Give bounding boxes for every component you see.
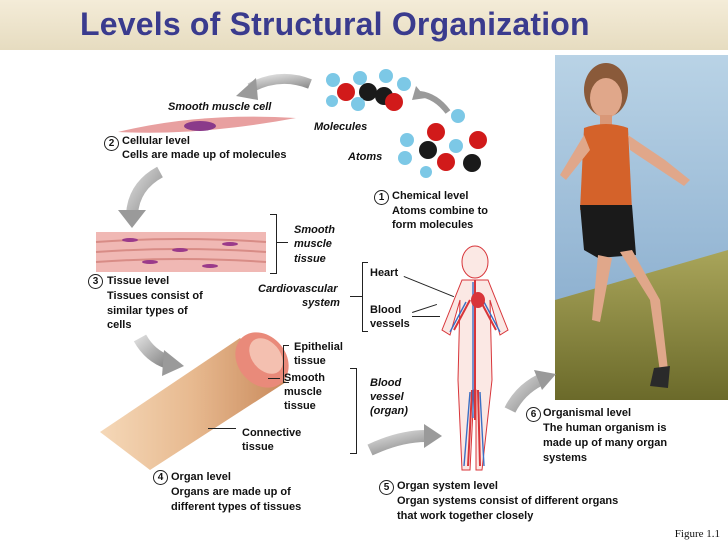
cardiovascular-bracket [362,262,368,332]
chemical-level-number: 1 [374,190,389,205]
molecule-cluster [326,69,411,111]
smooth2-pointer [268,378,280,380]
arrow-cell-to-tissue [126,166,164,215]
blood-vessels-label-1: Blood [370,304,402,316]
blood-vessel-organ-label-2: vessel [370,391,404,403]
heart-label: Heart [370,267,399,279]
cellular-level-number: 2 [104,136,119,151]
cardiovascular-pointer [350,296,362,298]
organ-system-level-desc-2: that work together closely [397,510,534,522]
epithelial-label-2: tissue [294,355,326,367]
page-title: Levels of Structural Organization [80,6,590,42]
muscle-tissue [95,232,267,272]
runner-photo [555,55,728,400]
arrow-system-to-organism [504,374,543,413]
organismal-level-title: Organismal level [543,407,632,419]
organismal-level-desc-1: The human organism is [543,422,667,434]
smooth2-label-2: muscle [284,386,322,398]
smooth-tissue-pointer [276,242,288,244]
arrow-organ-to-system [367,430,427,456]
smooth-tissue-label-1: Smooth [294,224,335,236]
organ-level-desc-2: different types of tissues [171,501,302,513]
atoms-cluster [398,109,487,178]
epithelial-label-1: Epithelial [294,341,343,353]
tissue-level-number: 3 [88,274,103,289]
smooth-muscle-cell-label: Smooth muscle cell [168,101,272,113]
blood-vessel-organ-label-3: (organ) [370,405,408,417]
chemical-level-desc-2: form molecules [392,219,474,231]
tissue-level-desc-1: Tissues consist of [107,290,203,302]
chemical-level-desc-1: Atoms combine to [392,205,488,217]
organ-level-number: 4 [153,470,168,485]
blood-vessels-pointer-2 [412,316,440,318]
smooth-muscle-cell [118,116,296,133]
chemical-level-title: Chemical level [392,190,469,202]
connective-pointer [208,428,236,430]
molecules-label: Molecules [314,121,368,133]
organ-level-title: Organ level [171,471,231,483]
tissue-level-desc-3: cells [107,319,132,331]
connective-label-1: Connective [242,427,302,439]
smooth-tissue-bracket [270,214,277,274]
organismal-level-number: 6 [526,407,541,422]
tissue-level-desc-2: similar types of [107,305,188,317]
title-bar [0,0,728,50]
epithelial-bracket [283,345,289,383]
cardiovascular-label-2: system [302,297,340,309]
organ-system-level-number: 5 [379,480,394,495]
smooth-tissue-label-2: muscle [294,238,332,250]
organ-system-level-desc-1: Organ systems consist of different organ… [397,495,619,507]
cellular-level-title: Cellular level [122,135,190,147]
blood-vessel-organ-label-1: Blood [370,377,402,389]
atoms-label: Atoms [348,151,383,163]
smooth2-label-1: Smooth [284,372,325,384]
blood-vessels-label-2: vessels [370,318,410,330]
blood-vessel-organ-bracket [350,368,357,454]
cellular-level-desc: Cells are made up of molecules [122,149,287,161]
organ-level-desc-1: Organs are made up of [171,486,291,498]
organismal-level-desc-2: made up of many organ [543,437,668,449]
figure-label: Figure 1.1 [674,528,720,540]
smooth2-label-3: tissue [284,400,316,412]
cardiovascular-label-1: Cardiovascular [258,283,338,295]
smooth-tissue-label-3: tissue [294,253,326,265]
connective-label-2: tissue [242,441,274,453]
arrow-molecules-to-cell [247,73,312,93]
tissue-level-title: Tissue level [107,275,170,287]
organ-system-level-title: Organ system level [397,480,498,492]
organismal-level-desc-3: systems [543,452,588,464]
cardiovascular-figure [441,245,509,471]
blood-vessel-organ [100,332,289,470]
